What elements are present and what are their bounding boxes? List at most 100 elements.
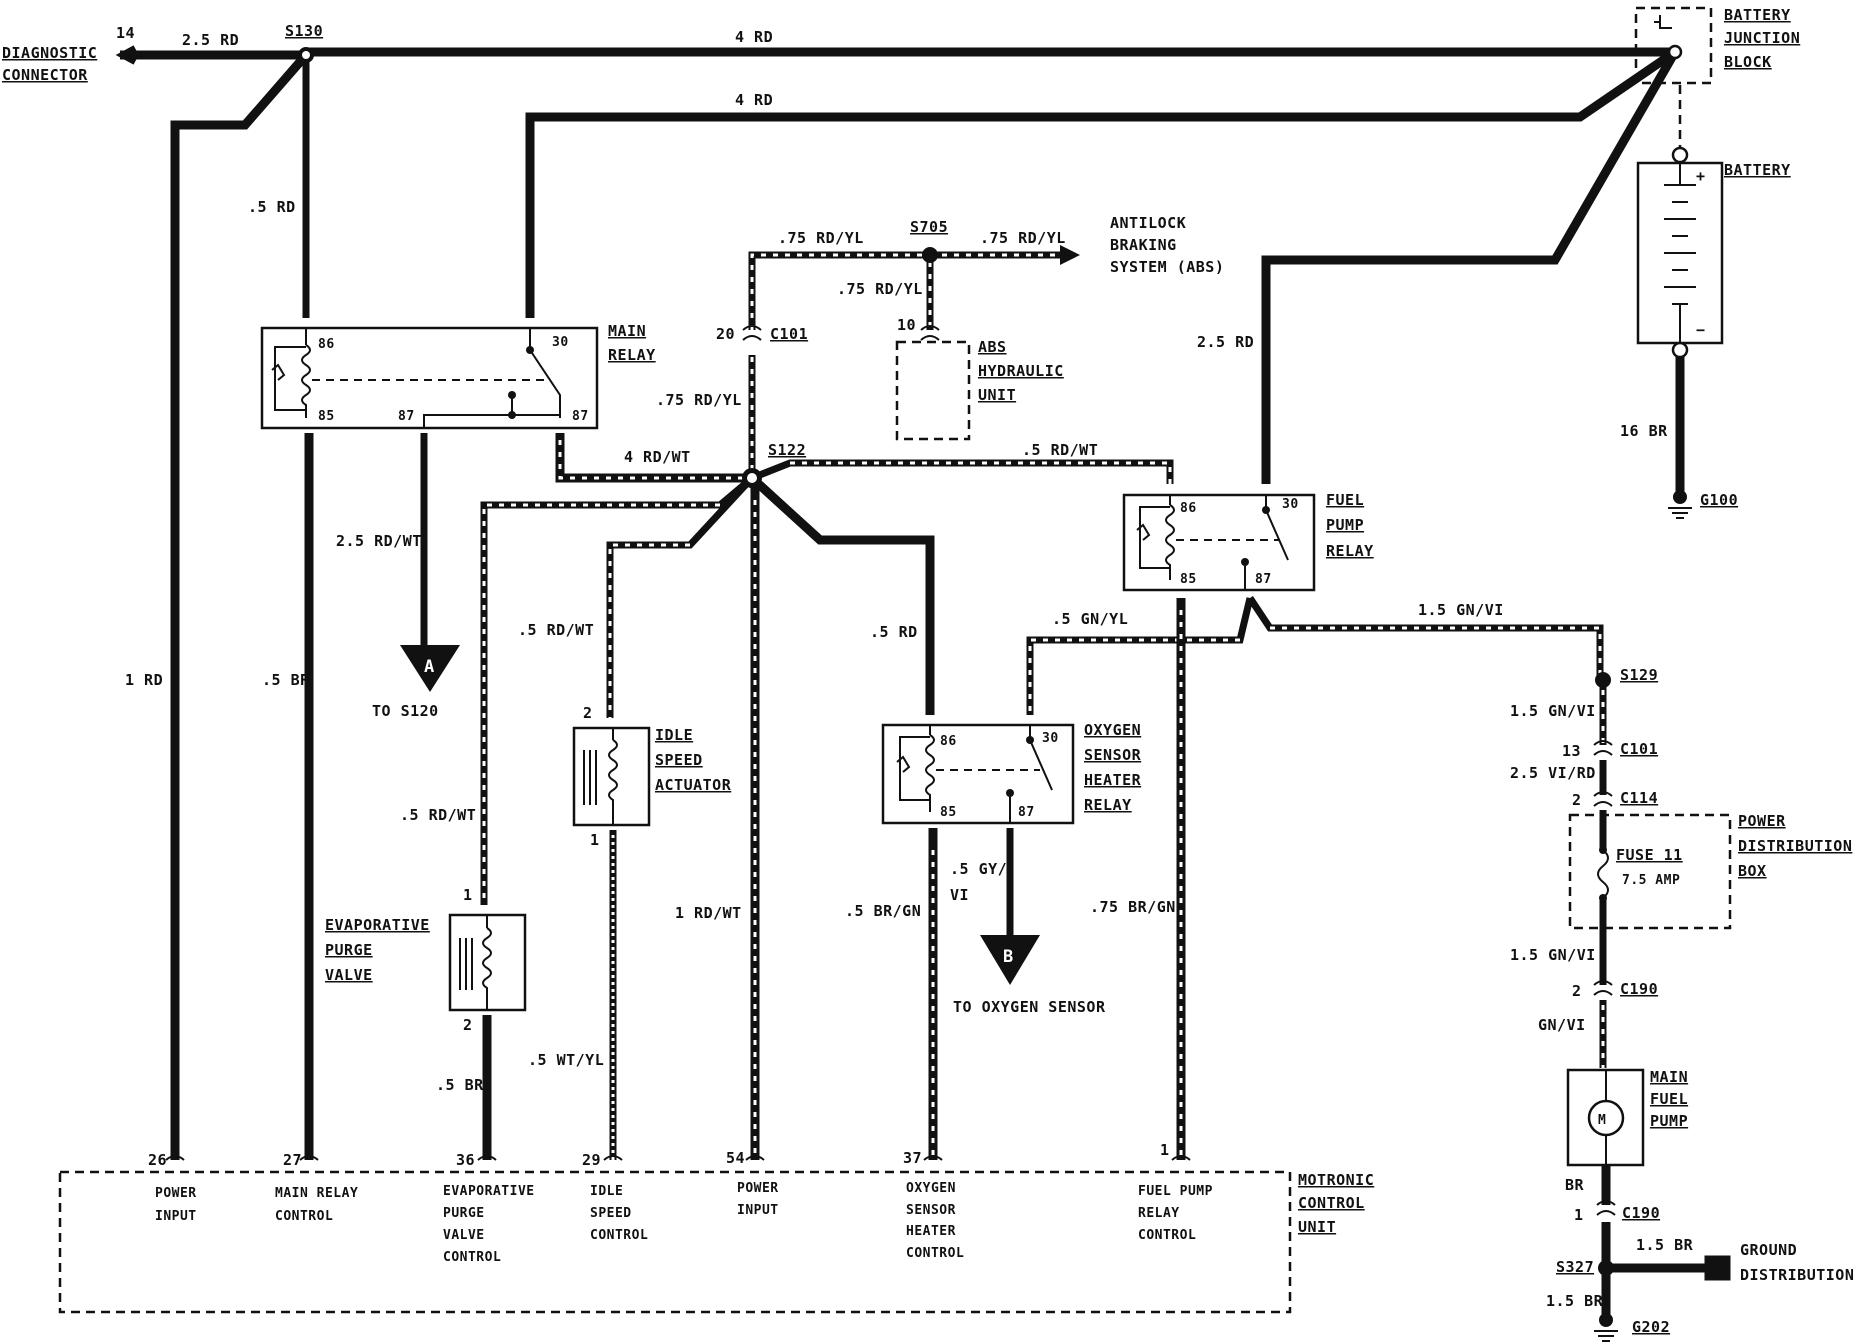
ecu-p37-1: OXYGEN (906, 1181, 956, 1196)
splice-label-s705: S705 (910, 218, 948, 236)
pin-diag-14: 14 (116, 24, 135, 42)
battery-plus-sign: + (1696, 167, 1706, 185)
fp-relay-label-3: RELAY (1326, 542, 1374, 560)
connector-c101-mark (742, 325, 762, 341)
o2-relay-label-4: RELAY (1084, 796, 1132, 814)
ground-g100-dot (1673, 490, 1687, 504)
wire-s130-1rd (170, 52, 310, 1160)
pin-fp-30: 30 (1282, 497, 1299, 512)
pin-abs-10: 10 (897, 316, 916, 334)
splice-label-s327: S327 (1556, 1258, 1594, 1276)
oxygen-sensor-heater-relay[interactable] (881, 723, 1075, 825)
ecu-p37-2: SENSOR (906, 1203, 956, 1218)
connector-label-c190-bottom: C190 (1622, 1204, 1660, 1222)
connector-c190-mark (1593, 980, 1613, 996)
o2-relay-label-1: OXYGEN (1084, 721, 1141, 739)
wire-label-o2-5rd: .5 RD (870, 623, 918, 641)
ecu-p27-1: MAIN RELAY (275, 1186, 358, 1201)
connector-label-c190: C190 (1620, 980, 1658, 998)
pin-r-2b: 2 (1572, 982, 1582, 1000)
wire-label-mid-4rd: 4 RD (735, 91, 773, 109)
ground-label-g202: G202 (1632, 1318, 1670, 1336)
pin-mr-86: 86 (318, 337, 335, 352)
ecu-p29-2: SPEED (590, 1206, 632, 1221)
idle-speed-actuator[interactable] (572, 726, 651, 827)
pin-mr-87b: 87 (572, 409, 589, 424)
wire-label-r-15gnvi-b: 1.5 GN/VI (1510, 946, 1596, 964)
wire-label-top-4rd: 4 RD (735, 28, 773, 46)
wire-label-ev-5rdwt: .5 RD/WT (400, 806, 476, 824)
connector-label-c101: C101 (770, 325, 808, 343)
wire-s122-o2-86 (748, 474, 935, 715)
fuel-pump-label-2: FUEL (1650, 1090, 1688, 1108)
battery-junction-block[interactable] (1634, 6, 1713, 85)
wire-label-2-5rdwt: 2.5 RD/WT (336, 532, 422, 550)
fuse-rating: 7.5 AMP (1622, 873, 1680, 888)
wire-label-diag-2-5rd: 2.5 RD (182, 31, 239, 49)
pin-fp-86: 86 (1180, 501, 1197, 516)
splice-label-s129: S129 (1620, 666, 1658, 684)
fuel-pump-label-1: MAIN (1650, 1068, 1688, 1086)
connector-marks (742, 325, 1616, 1216)
ecu-p1-2: RELAY (1138, 1206, 1180, 1221)
connector-c114-mark (1593, 791, 1613, 807)
wire-label-s130-5rd: .5 RD (248, 198, 296, 216)
pin-isa-2: 2 (583, 704, 593, 722)
splice-s705[interactable] (922, 247, 938, 263)
wire-label-r-15br-b: 1.5 BR (1546, 1292, 1604, 1310)
wire-label-5gyvi-b: VI (950, 886, 969, 904)
ecu-label-1: MOTRONIC (1298, 1171, 1374, 1189)
pin-ecu-1: 1 (1160, 1141, 1170, 1159)
ecu-p1-3: CONTROL (1138, 1228, 1196, 1243)
splice-s129[interactable] (1595, 672, 1611, 688)
wire-label-75rdyl-a: .75 RD/YL (778, 229, 864, 247)
wires (115, 45, 1731, 1320)
arrow-a-icon (400, 645, 460, 692)
diag-connector-label-1: DIAGNOSTIC (2, 44, 97, 62)
power-distribution-box[interactable] (1568, 813, 1732, 930)
splice-label-s130: S130 (285, 22, 323, 40)
main-relay[interactable] (260, 326, 599, 430)
connector-c101-right-mark (1593, 740, 1613, 756)
ground-label-g100: G100 (1700, 491, 1738, 509)
pin-isa-1: 1 (590, 831, 600, 849)
pin-ecu-27: 27 (283, 1151, 302, 1169)
ecu-label-3: UNIT (1298, 1218, 1336, 1236)
battery-plus-terminal (1671, 146, 1689, 164)
motronic-control-unit[interactable] (58, 1170, 1292, 1314)
fuel-pump-relay[interactable] (1122, 493, 1316, 592)
splice-label-s122: S122 (768, 441, 806, 459)
connector-abs-mark (920, 325, 940, 341)
wire-label-5wtyl: .5 WT/YL (528, 1051, 604, 1069)
abs-unit-label-1: ABS (978, 338, 1007, 356)
bjb-label-3: BLOCK (1724, 53, 1772, 71)
bjb-label-2: JUNCTION (1724, 29, 1800, 47)
wire-fp87-o2-30 (1026, 597, 1254, 715)
ecu-p37-3: HEATER (906, 1224, 956, 1239)
abs-unit-label-2: HYDRAULIC (978, 362, 1064, 380)
pin-o2-87: 87 (1018, 805, 1035, 820)
fuse-label: FUSE 11 (1616, 846, 1683, 864)
pin-ev-2: 2 (463, 1016, 473, 1034)
abs-hydraulic-unit[interactable] (895, 340, 971, 441)
wire-label-16br: 16 BR (1620, 422, 1668, 440)
evap-internals (459, 915, 492, 1010)
diag-connector-arrow (115, 45, 137, 65)
ecu-p37-4: CONTROL (906, 1246, 964, 1261)
pdb-label-1: POWER (1738, 812, 1786, 830)
isa-label-1: IDLE (655, 726, 693, 744)
pin-fp-85: 85 (1180, 572, 1197, 587)
pin-ecu-54: 54 (726, 1149, 745, 1167)
abs-arrow-icon (1060, 245, 1080, 265)
wire-label-1rdwt: 1 RD/WT (675, 904, 742, 922)
fuse-icon (1597, 849, 1609, 899)
pin-mr-85: 85 (318, 409, 335, 424)
evap-label-3: VALVE (325, 966, 373, 984)
ecu-p26-2: INPUT (155, 1209, 197, 1224)
ecu-p36-2: PURGE (443, 1206, 485, 1221)
pin-o2-30: 30 (1042, 731, 1059, 746)
main-relay-internals (271, 328, 561, 428)
o2-relay-label-2: SENSOR (1084, 746, 1142, 764)
splice-s327[interactable] (1598, 1260, 1614, 1276)
